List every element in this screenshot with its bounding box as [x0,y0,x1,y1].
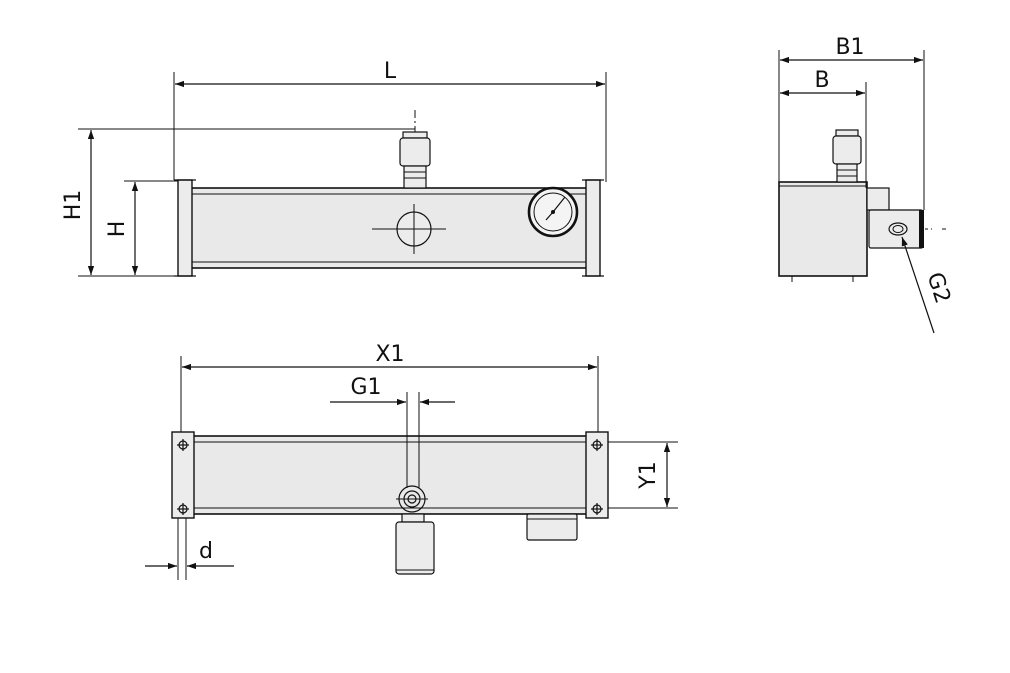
dimension-label-Y1: Y1 [636,461,661,489]
side-top-fitting [832,135,862,165]
dimension-label-H: H [105,221,130,238]
right-end-plate [585,179,601,277]
dimension-label-L: L [384,59,397,84]
front-view: L H1 H [61,59,607,277]
top-view: X1 G1 Y1 d [145,342,678,580]
top-right-plate [585,431,609,519]
top-fitting-nut [402,131,428,139]
dimension-label-X1: X1 [375,342,404,367]
left-end-plate [177,179,193,277]
dimension-label-B1: B1 [835,35,864,60]
top-body [189,435,589,515]
lower-fitting [395,521,435,575]
g2-port-icon [888,222,908,236]
side-gauge [868,209,924,249]
top-left-plate [171,431,195,519]
top-fitting-thread [403,165,427,189]
dimension-label-G1: G1 [350,375,381,400]
dimension-label-d: d [199,539,213,564]
top-fitting [399,137,431,167]
side-view: B1 B G2 [778,35,955,334]
dimension-label-H1: H1 [61,190,86,221]
dimension-label-G2: G2 [921,269,954,306]
front-body [189,187,589,269]
gauge-stub [526,513,578,541]
dimension-label-B: B [814,68,829,93]
side-body [778,181,868,277]
